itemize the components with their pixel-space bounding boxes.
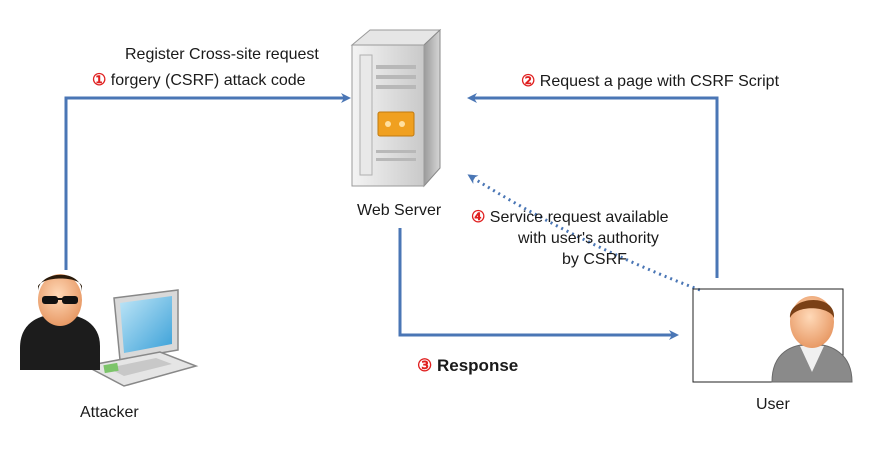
step3-label: ③ Response [417, 356, 519, 375]
step1-label-line2: ① forgery (CSRF) attack code [92, 72, 306, 89]
step3-number: ③ [417, 356, 433, 375]
step1-number: ① [92, 72, 107, 89]
step2-number: ② [521, 73, 536, 90]
attacker-label: Attacker [80, 404, 139, 421]
user-label: User [756, 396, 790, 413]
step4-label-line1: ④ Service request available [471, 209, 669, 226]
arrow-response [398, 228, 679, 340]
step4-number: ④ [471, 209, 486, 226]
arrow-request-page [467, 93, 719, 278]
arrow-register-attack [64, 93, 351, 270]
hacker-laptop-icon [20, 274, 199, 387]
step1-label-line1: Register Cross-site request [125, 46, 319, 63]
user-icon [692, 288, 853, 383]
server-icon [350, 28, 442, 188]
step4-label-line2: with user's authority [518, 230, 659, 247]
step2-label: ② Request a page with CSRF Script [521, 73, 780, 90]
server-label: Web Server [357, 202, 442, 219]
step4-label-line3: by CSRF [562, 251, 627, 268]
